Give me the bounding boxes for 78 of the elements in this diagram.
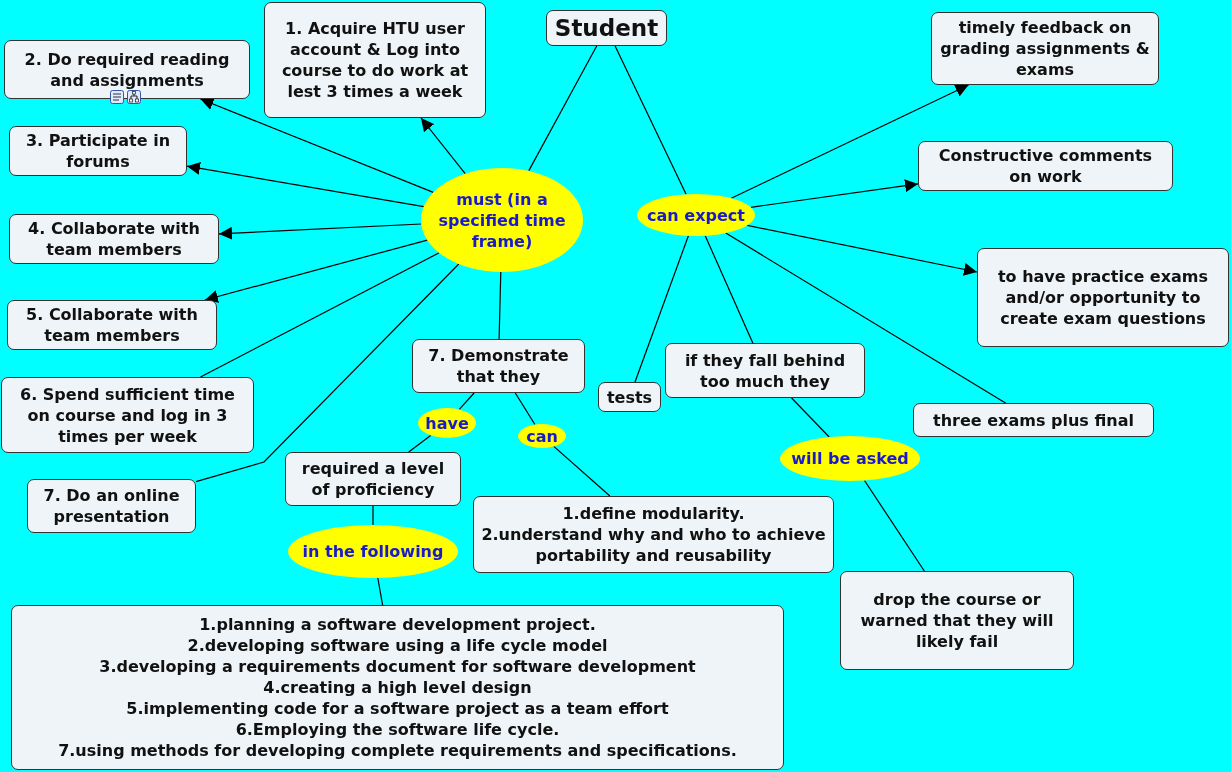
node-text: 3. Participate in forums	[24, 130, 172, 172]
node-text: must (in a specified time frame)	[437, 188, 567, 252]
topic-box	[7, 300, 217, 350]
node-text: 4.creating a high level design	[263, 677, 532, 698]
node-text: tests	[606, 386, 653, 408]
node-text: 7. Do an online presentation	[42, 485, 181, 527]
node-text: 1. Acquire HTU user account & Log into course to do work at lest 3 times a week	[280, 18, 470, 102]
connector-line	[725, 232, 1007, 404]
topic-box	[264, 2, 486, 118]
node-text: have	[425, 412, 469, 434]
node-text: 6. Spend sufficient time on course and log in 3 times per week	[19, 383, 236, 447]
node-text: three exams plus final	[933, 409, 1134, 431]
topic-box	[977, 248, 1229, 347]
topic-box	[598, 382, 661, 412]
node-text: 2.understand why and who to achieve portability and reusability	[480, 524, 827, 566]
node-text: 7. Demonstrate that they	[427, 345, 570, 387]
node-text: 7.using methods for developing complete requirements and specifications.	[58, 740, 737, 761]
node-text: 2. Do required reading and assignments	[23, 48, 231, 91]
node-text: Constructive comments on work	[937, 145, 1154, 187]
connector-line	[553, 445, 611, 497]
connector-line	[377, 577, 384, 606]
node-text: required a level of proficiency	[300, 458, 446, 500]
topic-box	[9, 214, 219, 264]
arrow	[199, 97, 434, 193]
topic-box	[11, 605, 784, 770]
linking-phrase-ellipse	[418, 408, 476, 438]
node-text: if they fall behind too much they	[683, 349, 847, 392]
connector-line	[634, 235, 689, 383]
node-text: 5.implementing code for a software project as a team effort	[126, 698, 669, 719]
node-text: 3.developing a requirements document for software development	[99, 656, 696, 677]
connector-line	[199, 252, 440, 378]
node-text: can expect	[647, 204, 745, 226]
topic-box	[9, 126, 187, 176]
node-text: to have practice exams and/or opportunity to create exam questions	[996, 266, 1210, 329]
arrow	[204, 239, 428, 303]
node-text: 2.developing software using a life cycle model	[187, 635, 608, 656]
connector-line	[614, 45, 687, 195]
title-box	[546, 10, 667, 46]
arrow	[218, 223, 422, 240]
arrow	[186, 162, 425, 208]
topic-box	[27, 479, 196, 533]
node-text: 1.define modularity.	[562, 503, 745, 524]
topic-box	[840, 571, 1074, 670]
node-text: 4. Collaborate with team members	[27, 218, 201, 260]
node-text: timely feedback on grading assignments & exams	[939, 17, 1151, 80]
connector-line	[458, 392, 475, 410]
connector-line	[791, 397, 830, 438]
linking-phrase-ellipse	[518, 424, 566, 448]
connector-line	[408, 434, 432, 453]
node-text: drop the course or warned that they will likely fail	[859, 589, 1055, 652]
topic-box	[931, 12, 1159, 85]
node-text: can	[526, 425, 558, 447]
arrow	[730, 84, 970, 199]
topic-box	[1, 377, 254, 453]
connector-line	[498, 271, 502, 340]
topic-box	[473, 496, 834, 573]
topic-box	[918, 141, 1173, 191]
node-text: 6.Employing the software life cycle.	[235, 719, 560, 740]
topic-box	[665, 343, 865, 398]
topic-box	[412, 339, 585, 393]
connector-line	[704, 235, 754, 344]
arrow	[420, 117, 466, 175]
node-text: 1.planning a software development project.	[199, 614, 596, 635]
topic-box	[913, 403, 1154, 437]
arrow	[746, 224, 978, 276]
connector-line	[195, 263, 460, 483]
node-text: in the following	[302, 541, 444, 562]
node-text: will be asked	[791, 448, 909, 469]
connector-line	[514, 392, 536, 426]
node-text: Student	[554, 14, 659, 42]
node-text: 5. Collaborate with team members	[25, 304, 199, 346]
linking-phrase-ellipse	[637, 194, 755, 236]
topic-box	[285, 452, 461, 506]
connector-line	[372, 505, 374, 526]
arrow	[750, 179, 919, 208]
topic-box	[4, 40, 250, 99]
connector-line	[863, 479, 925, 572]
connector-line	[528, 45, 598, 172]
